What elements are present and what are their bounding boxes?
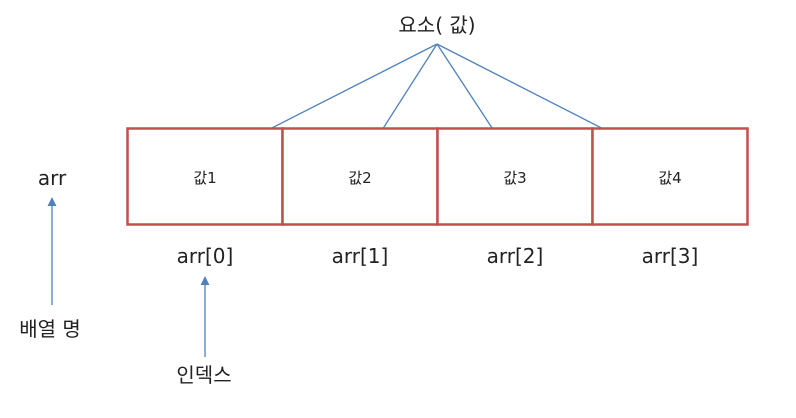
array-name: arr (38, 166, 67, 190)
index-caption: 인덱스 (176, 363, 231, 387)
array-cells (126, 127, 749, 226)
array-cell-3 (591, 127, 749, 226)
index-label-1: arr[1] (332, 244, 389, 268)
cell-value-2: 값3 (503, 169, 526, 187)
cell-value-0: 값1 (193, 169, 216, 187)
index-label-3: arr[3] (642, 244, 699, 268)
cell-value-1: 값2 (348, 169, 371, 187)
index-label-0: arr[0] (177, 244, 234, 268)
cell-value-3: 값4 (658, 169, 681, 187)
element-label: 요소( 값) (398, 13, 475, 37)
array-cell-2 (436, 127, 594, 226)
index-label-2: arr[2] (487, 244, 544, 268)
array-name-caption: 배열 명 (19, 317, 81, 341)
array-cell-0 (126, 127, 284, 226)
array-cell-1 (281, 127, 439, 226)
